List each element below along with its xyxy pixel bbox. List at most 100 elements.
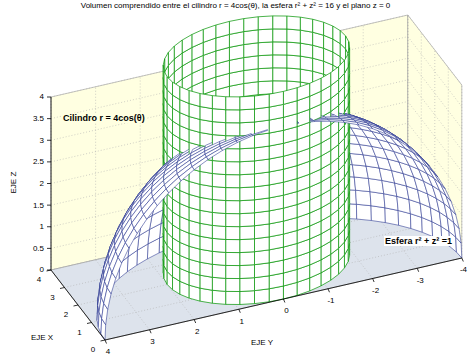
tick-label: 3: [50, 293, 54, 302]
cylinder-patch: [226, 227, 240, 240]
cylinder-patch: [212, 290, 225, 304]
axis-title: EJE Y: [251, 338, 273, 347]
cylinder-patch: [226, 214, 240, 227]
cylinder-patch: [189, 91, 200, 107]
cylinder-patch: [167, 77, 172, 95]
axis-line: [417, 268, 419, 272]
label-anchor: Cilindro r = 4cos(θ): [62, 113, 146, 123]
cylinder-patch: [200, 223, 212, 238]
cylinder-patch: [255, 237, 270, 252]
cylinder-patch: [240, 148, 255, 162]
cylinder-patch: [200, 120, 212, 135]
cylinder-patch: [273, 55, 287, 68]
cylinder-patch: [331, 67, 339, 86]
tick-label: 2: [195, 327, 199, 336]
cylinder-patch: [200, 288, 212, 303]
axis-line: [60, 288, 65, 289]
surface-label: Cilindro r = 4cos(θ): [62, 113, 146, 123]
tick-label: 0: [40, 265, 44, 274]
cylinder-patch: [287, 55, 300, 69]
cylinder-patch: [226, 239, 240, 252]
sphere-patch: [356, 204, 371, 220]
cylinder-patch: [344, 54, 348, 73]
cylinder-patch: [258, 16, 273, 30]
label-anchor: -3: [417, 276, 424, 285]
cylinder-patch: [287, 42, 300, 56]
cylinder-patch: [226, 252, 240, 265]
axis-line: [105, 340, 107, 344]
label-anchor: 4: [37, 275, 41, 284]
cylinder-patch: [255, 224, 270, 239]
axis-line: [101, 340, 106, 341]
cylinder-patch: [255, 263, 270, 278]
tick-label: 0: [284, 306, 288, 315]
grid-line: [51, 123, 408, 205]
cylinder-patch: [173, 82, 180, 100]
label-anchor: -4: [460, 265, 467, 274]
cylinder-patch: [226, 278, 240, 291]
cylinder-patch: [273, 29, 287, 42]
cylinder-patch: [300, 30, 312, 45]
axis-line: [105, 258, 462, 340]
label-anchor: 0: [91, 345, 95, 354]
cylinder-patch: [273, 42, 287, 55]
cylinder-patch: [200, 210, 212, 225]
cylinder-patch: [174, 40, 182, 59]
cylinder-patch: [346, 36, 349, 55]
cylinder-patch: [226, 188, 240, 201]
sphere-patch: [192, 157, 208, 170]
cylinder-patch: [240, 200, 255, 214]
tick-label: 4: [40, 92, 44, 101]
sphere-patch: [427, 167, 440, 183]
grid-line: [105, 258, 462, 340]
cylinder-patch: [255, 289, 270, 304]
cylinder-patch: [300, 43, 312, 58]
axis-line: [150, 330, 152, 334]
axis-line: [47, 248, 51, 249]
cylinder-patch: [226, 201, 240, 214]
sphere-patch: [398, 140, 413, 153]
cylinder-patch: [229, 19, 243, 35]
grid-line: [408, 15, 462, 85]
label-anchor: 1.5: [33, 201, 44, 210]
cylinder-patch: [180, 87, 189, 104]
tick-label: 1.5: [33, 201, 44, 210]
axis-line: [47, 183, 51, 184]
side-wall: [408, 15, 462, 258]
tick-label: 2: [64, 310, 68, 319]
cylinder-patch: [258, 68, 273, 82]
label-anchor: 2: [195, 327, 199, 336]
axis-line: [373, 279, 375, 283]
cylinder-patch: [200, 275, 212, 290]
cylinder-patch: [212, 238, 225, 252]
sphere-patch: [252, 130, 268, 136]
cylinder-patch: [287, 29, 300, 43]
cylinder-patch: [240, 226, 255, 240]
sphere-patch: [446, 196, 456, 215]
cylinder-patch: [300, 69, 312, 84]
tick-label: -2: [372, 286, 379, 295]
cylinder-patch: [240, 109, 255, 123]
sphere-patch: [313, 120, 329, 122]
sphere-patch: [154, 189, 168, 206]
grid-line: [51, 58, 408, 140]
cylinder-patch: [200, 107, 212, 122]
tick-label: 0.5: [33, 244, 44, 253]
sphere-patch: [371, 206, 385, 223]
cylinder-patch: [324, 22, 333, 39]
axis-line: [47, 97, 51, 98]
cylinder-patch: [287, 16, 300, 30]
label-anchor: Volumen comprendido entre el cilindro r …: [80, 1, 392, 10]
axis-line: [283, 299, 285, 303]
label-anchor: 4: [40, 92, 44, 101]
sphere-patch: [125, 228, 137, 248]
sphere-patch: [356, 190, 371, 206]
cylinder-patch: [255, 94, 270, 109]
label-anchor: EJE Y: [251, 338, 273, 347]
cylinder-patch: [240, 291, 255, 305]
cylinder-patch: [255, 133, 270, 148]
sphere-patch: [368, 178, 383, 193]
grid-line: [140, 250, 194, 320]
label-anchor: 3: [50, 293, 54, 302]
